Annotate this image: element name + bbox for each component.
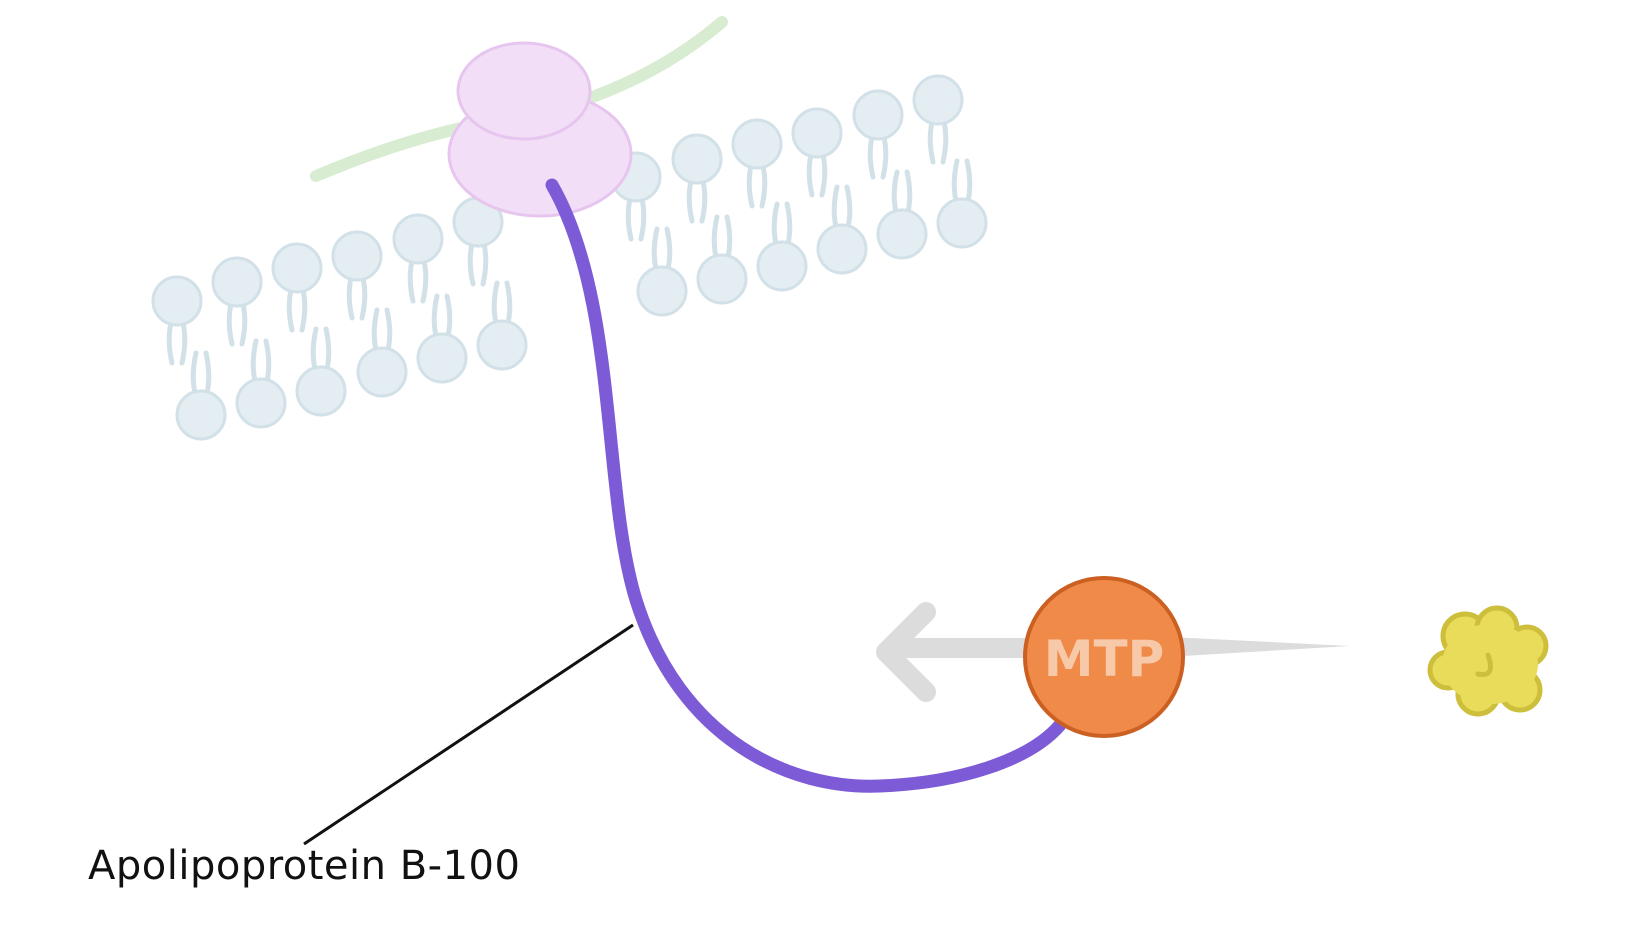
apob100-strand	[545, 178, 1067, 793]
lipid-droplet-icon	[1427, 605, 1549, 717]
apob100-leader-line	[303, 623, 634, 846]
ribosome	[447, 41, 633, 218]
mtp-label: MTP	[1044, 630, 1165, 688]
left-membrane-segment	[153, 198, 526, 439]
mtp-enzyme: MTP	[1023, 576, 1185, 738]
right-membrane-segment	[612, 76, 986, 315]
apob100-label: Apolipoprotein B-100	[88, 843, 521, 889]
